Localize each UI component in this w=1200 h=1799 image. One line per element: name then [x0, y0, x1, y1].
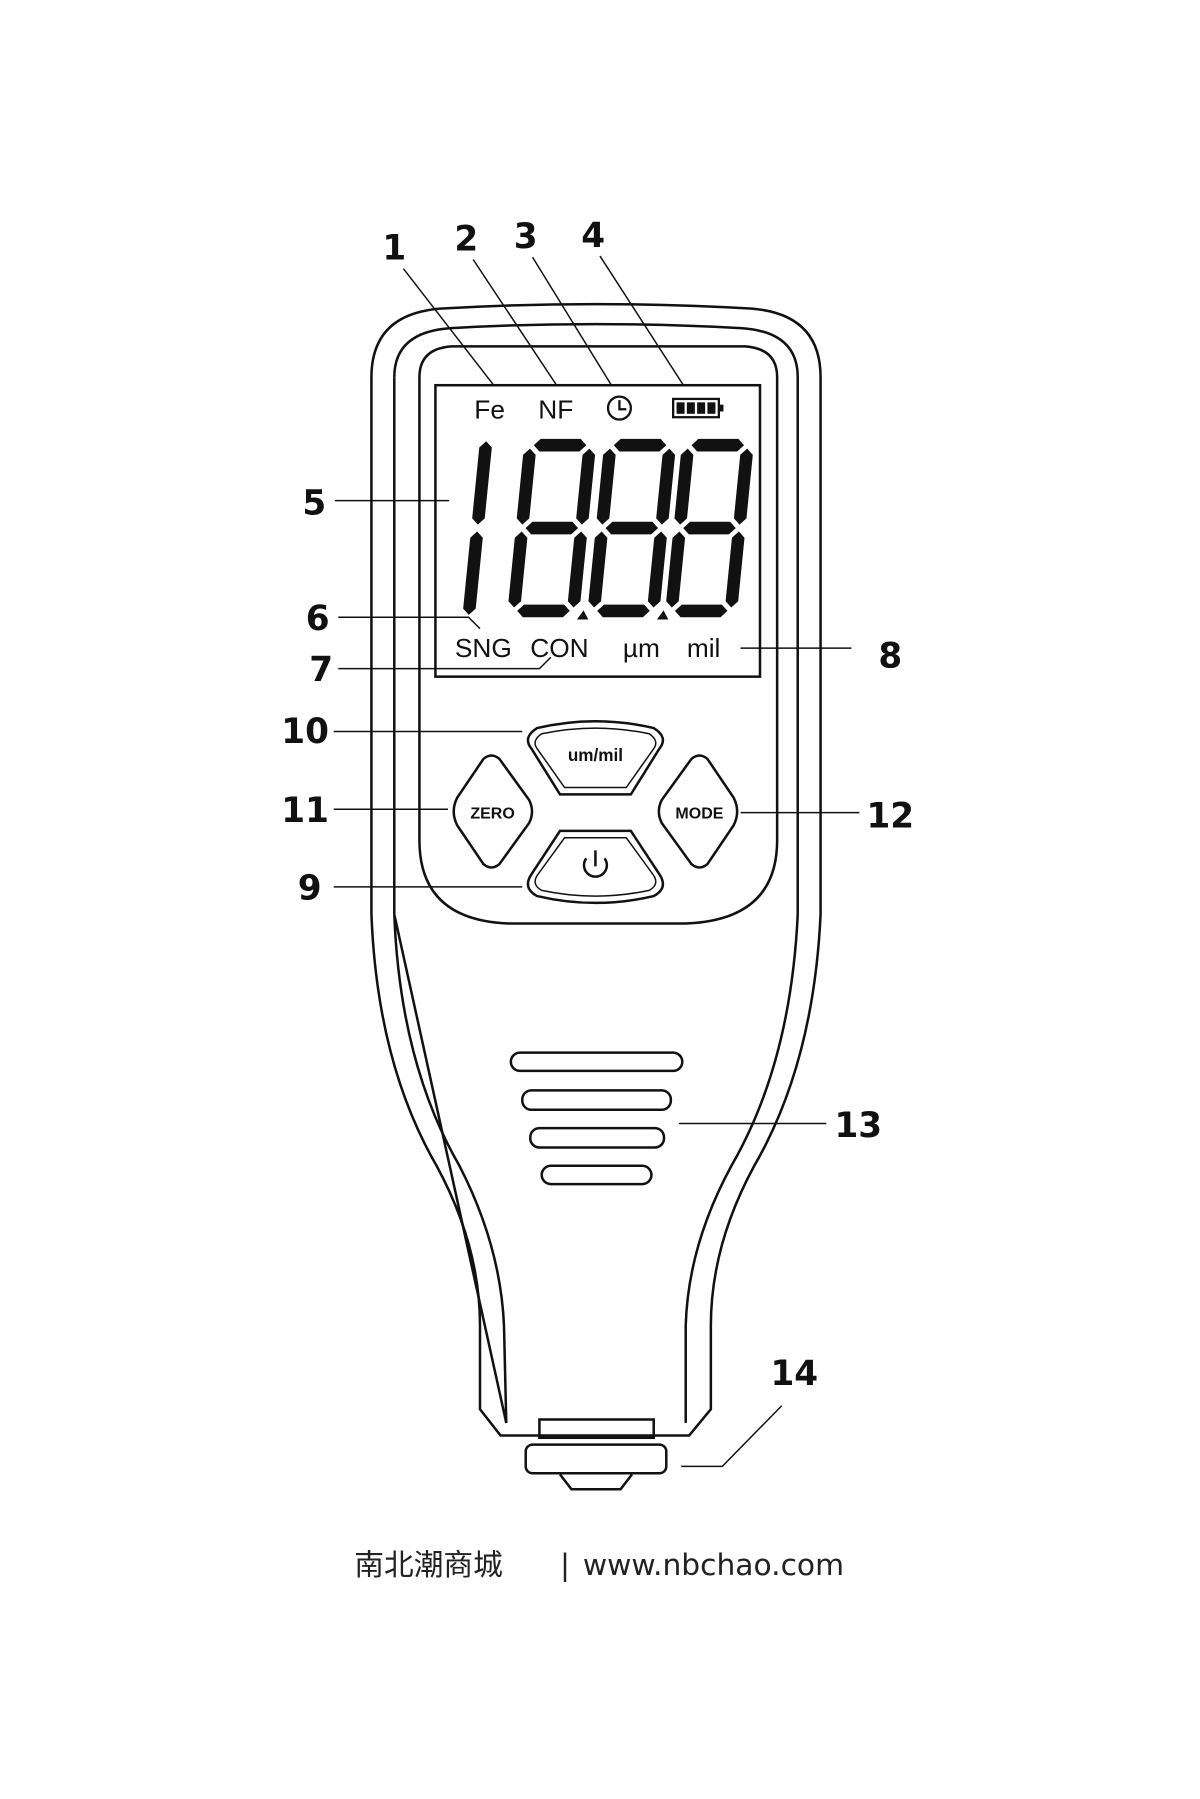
- callout-7: 7: [309, 650, 333, 690]
- battery-bar: [697, 402, 706, 414]
- digit-segment: [666, 531, 686, 608]
- callout-14: 14: [770, 1354, 818, 1394]
- callout-5: 5: [302, 483, 326, 523]
- gauge-body-outer: [370, 302, 822, 1437]
- digit-segment: [656, 448, 676, 525]
- footer-url[interactable]: www.nbchao.com: [583, 1548, 844, 1583]
- zero-button[interactable]: ZERO: [452, 754, 534, 869]
- zero-button-label: ZERO: [470, 805, 514, 822]
- callout-11: 11: [281, 791, 329, 831]
- callout-3: 3: [514, 217, 538, 257]
- digit-segment: [463, 531, 483, 615]
- digit-segment: [576, 448, 596, 525]
- digit-segment: [472, 441, 492, 525]
- digit-segment: [588, 531, 608, 608]
- probe-cap: [524, 1443, 668, 1475]
- callout-4: 4: [581, 216, 605, 256]
- callout-9: 9: [298, 868, 322, 908]
- callout-10: 10: [281, 712, 329, 752]
- battery-bar: [676, 402, 685, 414]
- digit-segment: [508, 531, 528, 608]
- callout-2: 2: [454, 219, 478, 259]
- callout-13: 13: [834, 1106, 882, 1146]
- digit-segment: [725, 531, 745, 608]
- mode-button-label: MODE: [675, 805, 723, 822]
- callout-1: 1: [382, 229, 406, 269]
- callout-12: 12: [866, 796, 914, 836]
- power-icon: [582, 850, 609, 878]
- digit-segment: [567, 531, 587, 608]
- lcd-screen: [434, 383, 762, 678]
- probe-tip: [559, 1473, 633, 1491]
- digit-segment: [683, 521, 736, 535]
- unit-button-label: um/mil: [568, 745, 623, 765]
- battery-bar: [686, 402, 695, 414]
- footer-brand: 南北潮商城: [354, 1548, 503, 1583]
- digit-segment: [691, 438, 745, 452]
- decimal-point: [576, 610, 589, 620]
- battery-bar: [707, 402, 716, 414]
- digit-segment: [597, 604, 650, 618]
- digit-segment: [517, 604, 570, 618]
- digit-segment: [674, 448, 694, 525]
- digit-segment: [674, 604, 728, 618]
- lcd-fe-indicator: Fe: [474, 394, 505, 424]
- battery-icon: [672, 397, 724, 419]
- lcd-nf-indicator: NF: [538, 394, 573, 424]
- callout-8: 8: [878, 637, 902, 677]
- lcd-mil-indicator: mil: [687, 633, 721, 663]
- digit-segment: [596, 448, 616, 525]
- digit-segment: [533, 438, 587, 452]
- digit-segment: [516, 448, 536, 525]
- digit-segment: [733, 448, 753, 525]
- gauge-body-inner: [393, 322, 799, 1424]
- clock-icon: [606, 395, 632, 421]
- probe-collar: [538, 1418, 655, 1440]
- footer-separator: |: [560, 1548, 570, 1583]
- leader-lines: [333, 255, 860, 1468]
- face-panel: [418, 345, 779, 925]
- digit-segment: [647, 531, 667, 608]
- decimal-point: [656, 610, 669, 620]
- digit-segment: [525, 521, 579, 535]
- lcd-um-indicator: µm: [623, 633, 660, 663]
- digit-segment: [605, 521, 659, 535]
- callout-6: 6: [306, 599, 330, 639]
- power-button[interactable]: [526, 829, 665, 905]
- digit-segment: [613, 438, 667, 452]
- lcd-con-indicator: CON: [530, 633, 588, 663]
- unit-button[interactable]: um/mil: [526, 720, 665, 796]
- lcd-sng-indicator: SNG: [455, 633, 512, 663]
- lcd-seven-segment-display: [463, 438, 753, 620]
- mode-button[interactable]: MODE: [657, 754, 739, 869]
- speaker-vents: [509, 1051, 684, 1186]
